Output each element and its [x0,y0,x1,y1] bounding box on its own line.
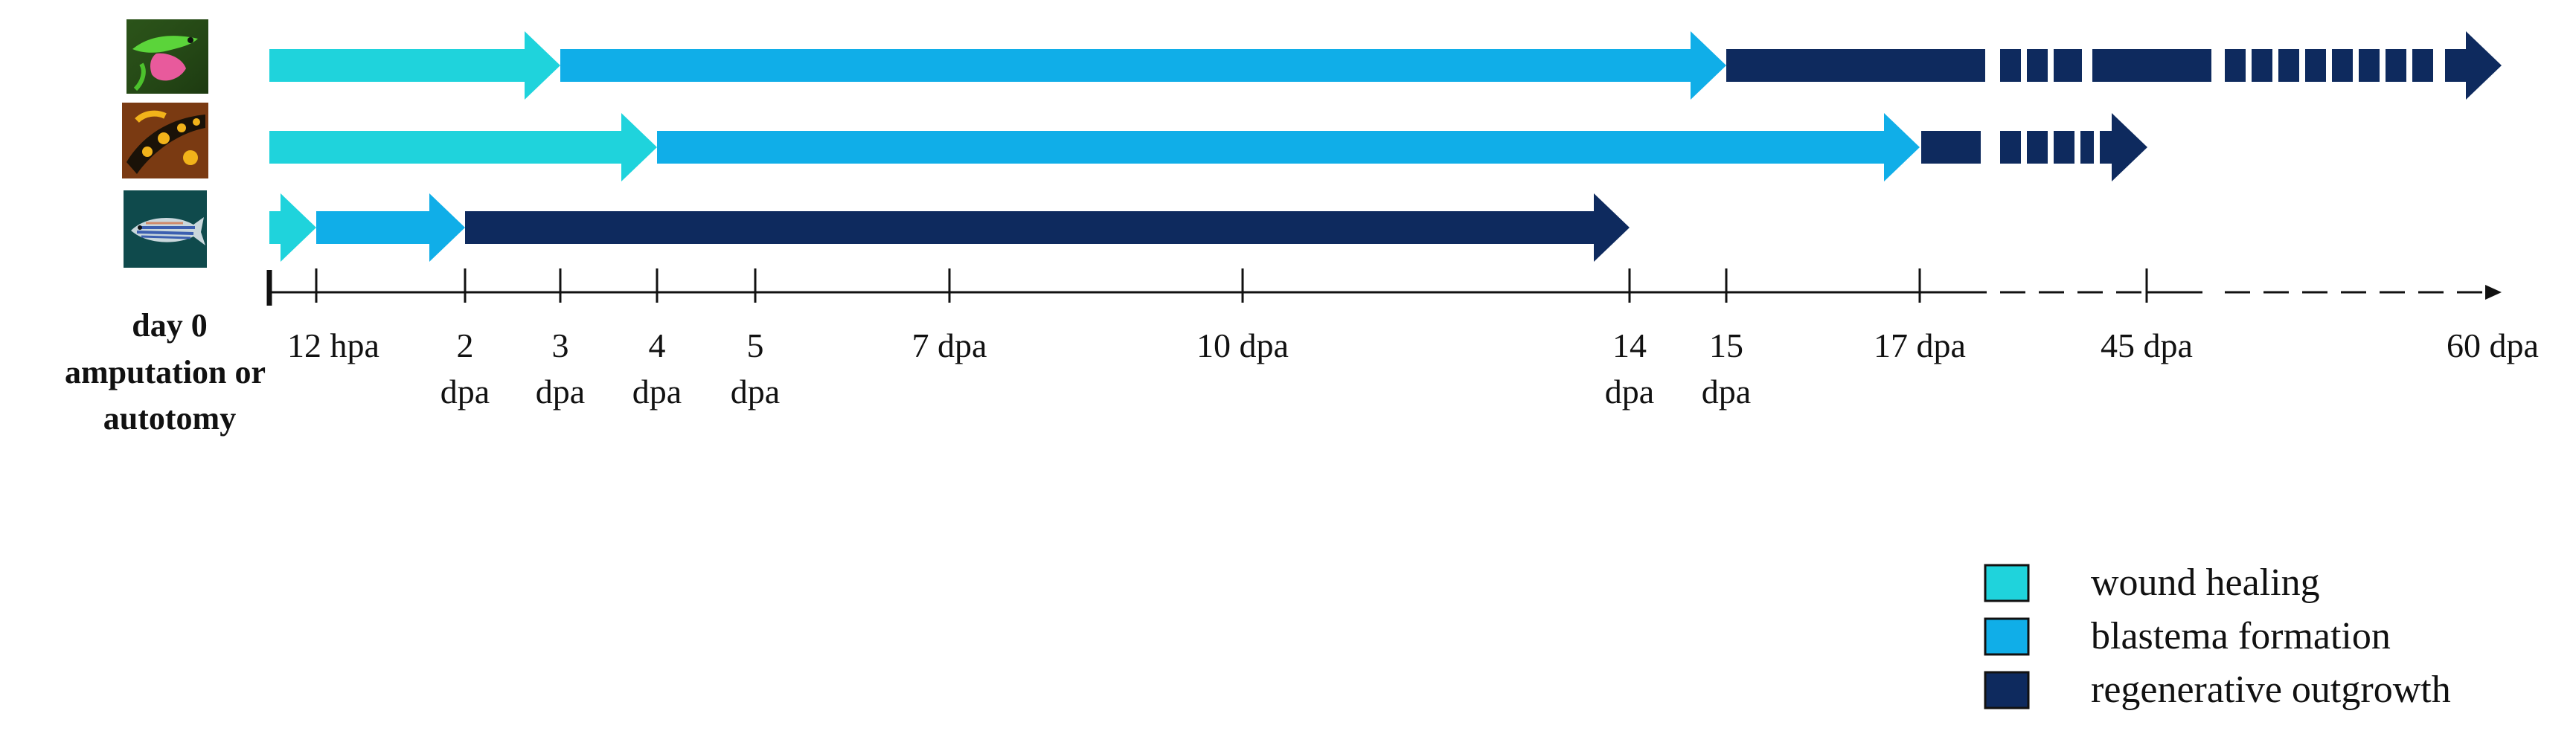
tick-label: 2 dpa [440,326,490,411]
legend-swatch [1984,617,2030,656]
legend-label: wound healing [2091,561,2320,604]
tick-label-line: dpa [632,373,682,411]
tick-label-line: 45 dpa [2101,326,2193,364]
tick-label: 10 dpa [1196,326,1289,364]
phase-bar-species-0-wound-healing [269,31,560,100]
outgrowth-arrow-head [2445,31,2502,100]
tick-label: 15 dpa [1702,326,1751,411]
tick-label: 3 dpa [536,326,585,411]
tick-label-line: 10 dpa [1196,326,1289,364]
timeline-axis [266,268,2502,306]
salamander-photo-icon [122,103,208,178]
outgrowth-segment [2000,131,2021,164]
outgrowth-segment [2092,49,2211,82]
legend-item-blastema-formation: blastema formation [1984,615,2391,657]
tick-label: 5 dpa [731,326,780,411]
tick-label-line: 14 [1612,326,1647,364]
species-icons [122,19,208,268]
outgrowth-segment [2332,49,2353,82]
legend-label: regenerative outgrowth [2091,669,2451,711]
phase-arrow [560,31,1726,100]
outgrowth-segment [2305,49,2326,82]
outgrowth-segment [2225,49,2246,82]
tick-label-line: 15 [1709,326,1743,364]
phase-arrows [269,31,2502,262]
tick-label-line: 3 [552,326,569,364]
outgrowth-segment [2386,49,2406,82]
legend-item-regenerative-outgrowth: regenerative outgrowth [1984,669,2451,711]
phase-arrow [269,193,316,262]
phase-bar-species-1-wound-healing [269,113,657,181]
origin-label-line-1: day 0 [132,307,207,344]
tick-label: 17 dpa [1874,326,1966,364]
tick-label: 45 dpa [2101,326,2193,364]
origin-label-line-3: autotomy [103,400,236,437]
outgrowth-segment [2278,49,2299,82]
outgrowth-segment [2027,49,2048,82]
tick-label: 7 dpa [912,326,987,364]
tick-label-line: dpa [1605,373,1654,411]
legend-item-wound-healing: wound healing [1984,561,2320,604]
phase-arrow [269,31,560,100]
phase-bar-species-2-wound-healing [269,193,316,262]
tick-label-line: dpa [536,373,585,411]
outgrowth-segment [2080,131,2094,164]
origin-label: day 0 amputation or autotomy [65,307,266,437]
tick-label-line: 2 [457,326,474,364]
tick-label-line: 17 dpa [1874,326,1966,364]
outgrowth-segment [1726,49,1985,82]
tick-label: 4 dpa [632,326,682,411]
phase-bar-species-0-regenerative-outgrowth [1726,31,2502,100]
phase-bar-species-0-blastema-formation [560,31,1726,100]
outgrowth-segment [2054,49,2082,82]
tick-label: 14 dpa [1605,326,1654,411]
phase-arrow [316,193,465,262]
lizard-photo-icon [126,19,208,94]
zebrafish-photo-icon [124,190,207,268]
outgrowth-segment [2252,49,2272,82]
origin-label-line-2: amputation or [65,354,266,390]
tick-label-line: 4 [649,326,666,364]
legend-swatch [1984,671,2030,709]
legend: wound healing blastema formation regenerat… [1984,561,2451,711]
phase-arrow [269,113,657,181]
outgrowth-segment [1921,131,1981,164]
phase-bar-species-2-blastema-formation [316,193,465,262]
legend-label: blastema formation [2091,615,2391,657]
phase-bar-species-1-blastema-formation [657,113,1920,181]
tick-label-line: 7 dpa [912,326,987,364]
outgrowth-arrow-head [2100,113,2147,181]
tick-label-line: 12 hpa [287,326,379,364]
tick-label: 12 hpa [287,326,379,364]
tick-label-line: 5 [747,326,764,364]
outgrowth-segment [2412,49,2433,82]
outgrowth-segment [2054,131,2074,164]
legend-swatch [1984,564,2030,602]
axis-arrow-head [2485,285,2502,300]
tick-label-line: 60 dpa [2447,326,2539,364]
tick-label-line: dpa [440,373,490,411]
tick-label-line: dpa [1702,373,1751,411]
phase-arrow [465,193,1630,262]
tick-label: 60 dpa [2447,326,2539,364]
tick-label-line: dpa [731,373,780,411]
outgrowth-segment [2027,131,2048,164]
phase-bar-species-2-regenerative-outgrowth [465,193,1630,262]
outgrowth-segment [2359,49,2380,82]
outgrowth-segment [2000,49,2021,82]
phase-bar-species-1-regenerative-outgrowth [1921,113,2147,181]
phase-arrow [657,113,1920,181]
